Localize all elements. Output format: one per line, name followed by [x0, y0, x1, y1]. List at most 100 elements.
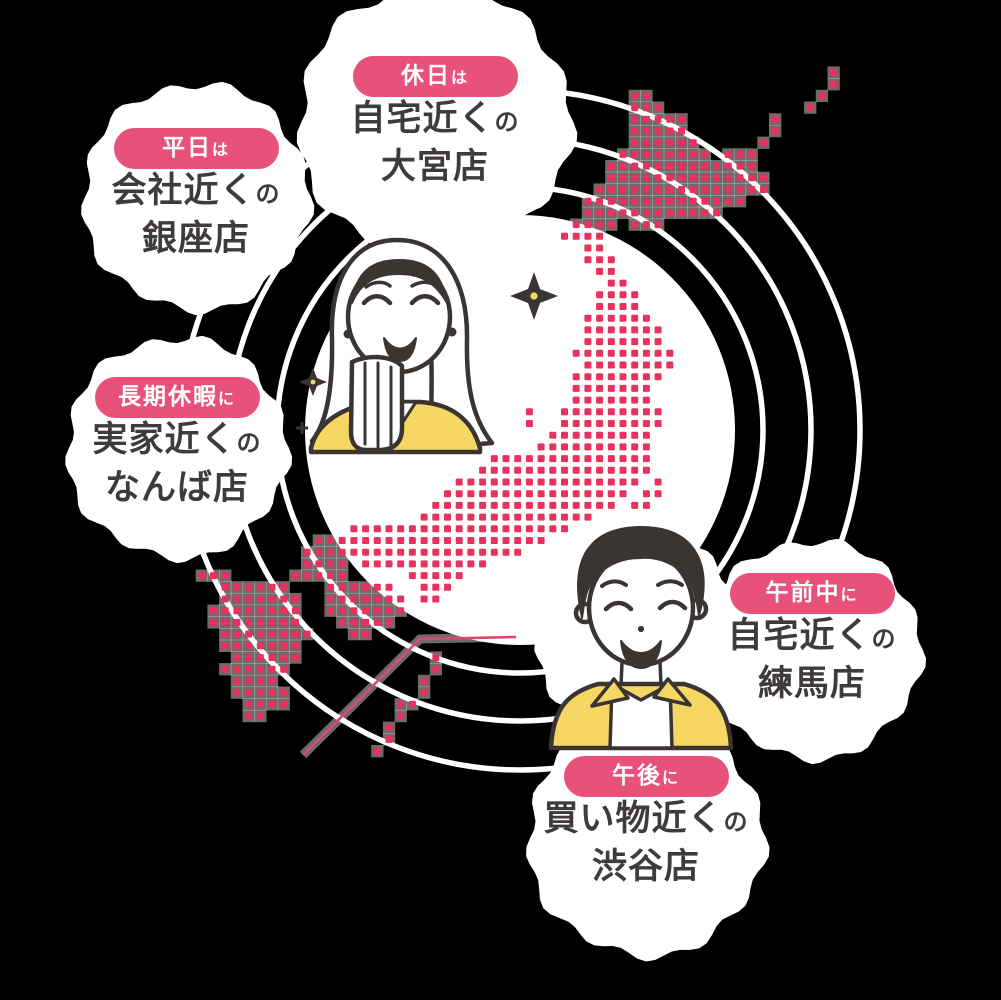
- map-dot: [607, 326, 615, 334]
- map-dot: [654, 104, 662, 112]
- map-dot: [584, 314, 592, 322]
- map-dot: [432, 583, 440, 591]
- map-dot: [455, 525, 463, 533]
- map-dot: [373, 607, 381, 615]
- map-dot: [607, 349, 615, 357]
- map-dot: [736, 186, 744, 193]
- man-nose: [637, 625, 645, 633]
- map-dot: [619, 186, 627, 193]
- map-dot: [689, 139, 697, 147]
- map-dot: [642, 361, 650, 369]
- map-dot: [420, 548, 428, 556]
- map-dot: [607, 197, 615, 205]
- map-dot: [502, 490, 510, 498]
- map-dot: [607, 431, 615, 439]
- map-dot: [327, 572, 334, 580]
- map-dot: [514, 455, 522, 463]
- map-dot: [596, 384, 604, 392]
- map-dot: [350, 607, 358, 615]
- map-dot: [631, 396, 639, 404]
- map-dot: [338, 548, 346, 556]
- map-dot: [514, 548, 522, 556]
- map-dot: [385, 735, 393, 743]
- map-dot: [572, 501, 580, 509]
- map-dot: [385, 724, 393, 732]
- map-dot: [385, 583, 393, 591]
- map-dot: [642, 150, 650, 158]
- map-dot: [432, 501, 440, 509]
- map-dot: [561, 490, 568, 498]
- map-dot: [397, 700, 405, 708]
- map-dot: [514, 513, 522, 521]
- map-dot: [642, 466, 650, 474]
- bubble-text-line1: 自宅近くの: [727, 616, 897, 656]
- map-dot: [221, 583, 229, 591]
- badge-particle: は: [211, 140, 230, 159]
- map-dot: [619, 420, 627, 427]
- map-dot: [596, 373, 604, 381]
- map-dot: [654, 361, 662, 369]
- map-dot: [584, 490, 592, 498]
- map-dot: [420, 572, 428, 580]
- map-dot: [444, 548, 451, 556]
- map-dot: [338, 595, 346, 603]
- map-dot: [350, 537, 358, 544]
- map-dot: [467, 490, 475, 498]
- map-dot: [678, 150, 685, 158]
- map-dot: [280, 583, 288, 591]
- map-dot: [678, 127, 685, 135]
- map-dot: [713, 209, 721, 217]
- map-dot: [642, 115, 650, 123]
- bubble-text-line1: 自宅近くの: [350, 99, 520, 139]
- map-dot: [455, 490, 463, 498]
- map-dot: [584, 501, 592, 509]
- map-dot: [502, 548, 510, 556]
- map-dot: [631, 431, 639, 439]
- map-dot: [666, 361, 674, 369]
- map-dot: [642, 92, 650, 100]
- map-dot: [631, 92, 639, 100]
- map-dot: [525, 455, 533, 463]
- map-dot: [221, 595, 229, 603]
- map-dot: [724, 197, 732, 205]
- map-dot: [268, 654, 276, 661]
- bubble-text-line1: 実家近くの: [92, 420, 262, 460]
- map-dot: [549, 455, 557, 463]
- map-dot: [607, 291, 615, 299]
- map-dot: [549, 490, 557, 498]
- map-dot: [654, 150, 662, 158]
- sparkle-center-dot: [530, 292, 538, 300]
- map-dot: [596, 303, 604, 310]
- map-dot: [479, 501, 487, 509]
- map-dot: [642, 326, 650, 334]
- map-dot: [490, 525, 498, 533]
- map-dot: [338, 572, 346, 580]
- map-dot: [561, 478, 568, 486]
- map-dot: [420, 537, 428, 544]
- map-dot: [596, 349, 604, 357]
- map-dot: [444, 525, 451, 533]
- bubble-nerima: 午前中に 自宅近くの 練馬店: [680, 573, 944, 707]
- map-dot: [490, 466, 498, 474]
- map-dot: [584, 338, 592, 346]
- map-dot: [678, 115, 685, 123]
- map-dot: [607, 174, 615, 182]
- map-dot: [584, 420, 592, 427]
- map-dot: [607, 267, 615, 275]
- map-dot: [245, 583, 253, 591]
- map-dot: [642, 373, 650, 381]
- map-dot: [748, 174, 756, 182]
- map-dot: [596, 291, 604, 299]
- japan-dot-map: [195, 66, 840, 758]
- map-dot: [408, 572, 416, 580]
- map-dot: [233, 677, 241, 685]
- map-dot: [642, 186, 650, 193]
- map-dot: [572, 232, 580, 240]
- map-dot: [245, 654, 253, 661]
- map-dot: [596, 186, 604, 193]
- map-dot: [291, 630, 299, 638]
- map-dot: [432, 654, 440, 661]
- map-dot: [584, 244, 592, 252]
- map-dot: [642, 139, 650, 147]
- map-dot: [584, 209, 592, 217]
